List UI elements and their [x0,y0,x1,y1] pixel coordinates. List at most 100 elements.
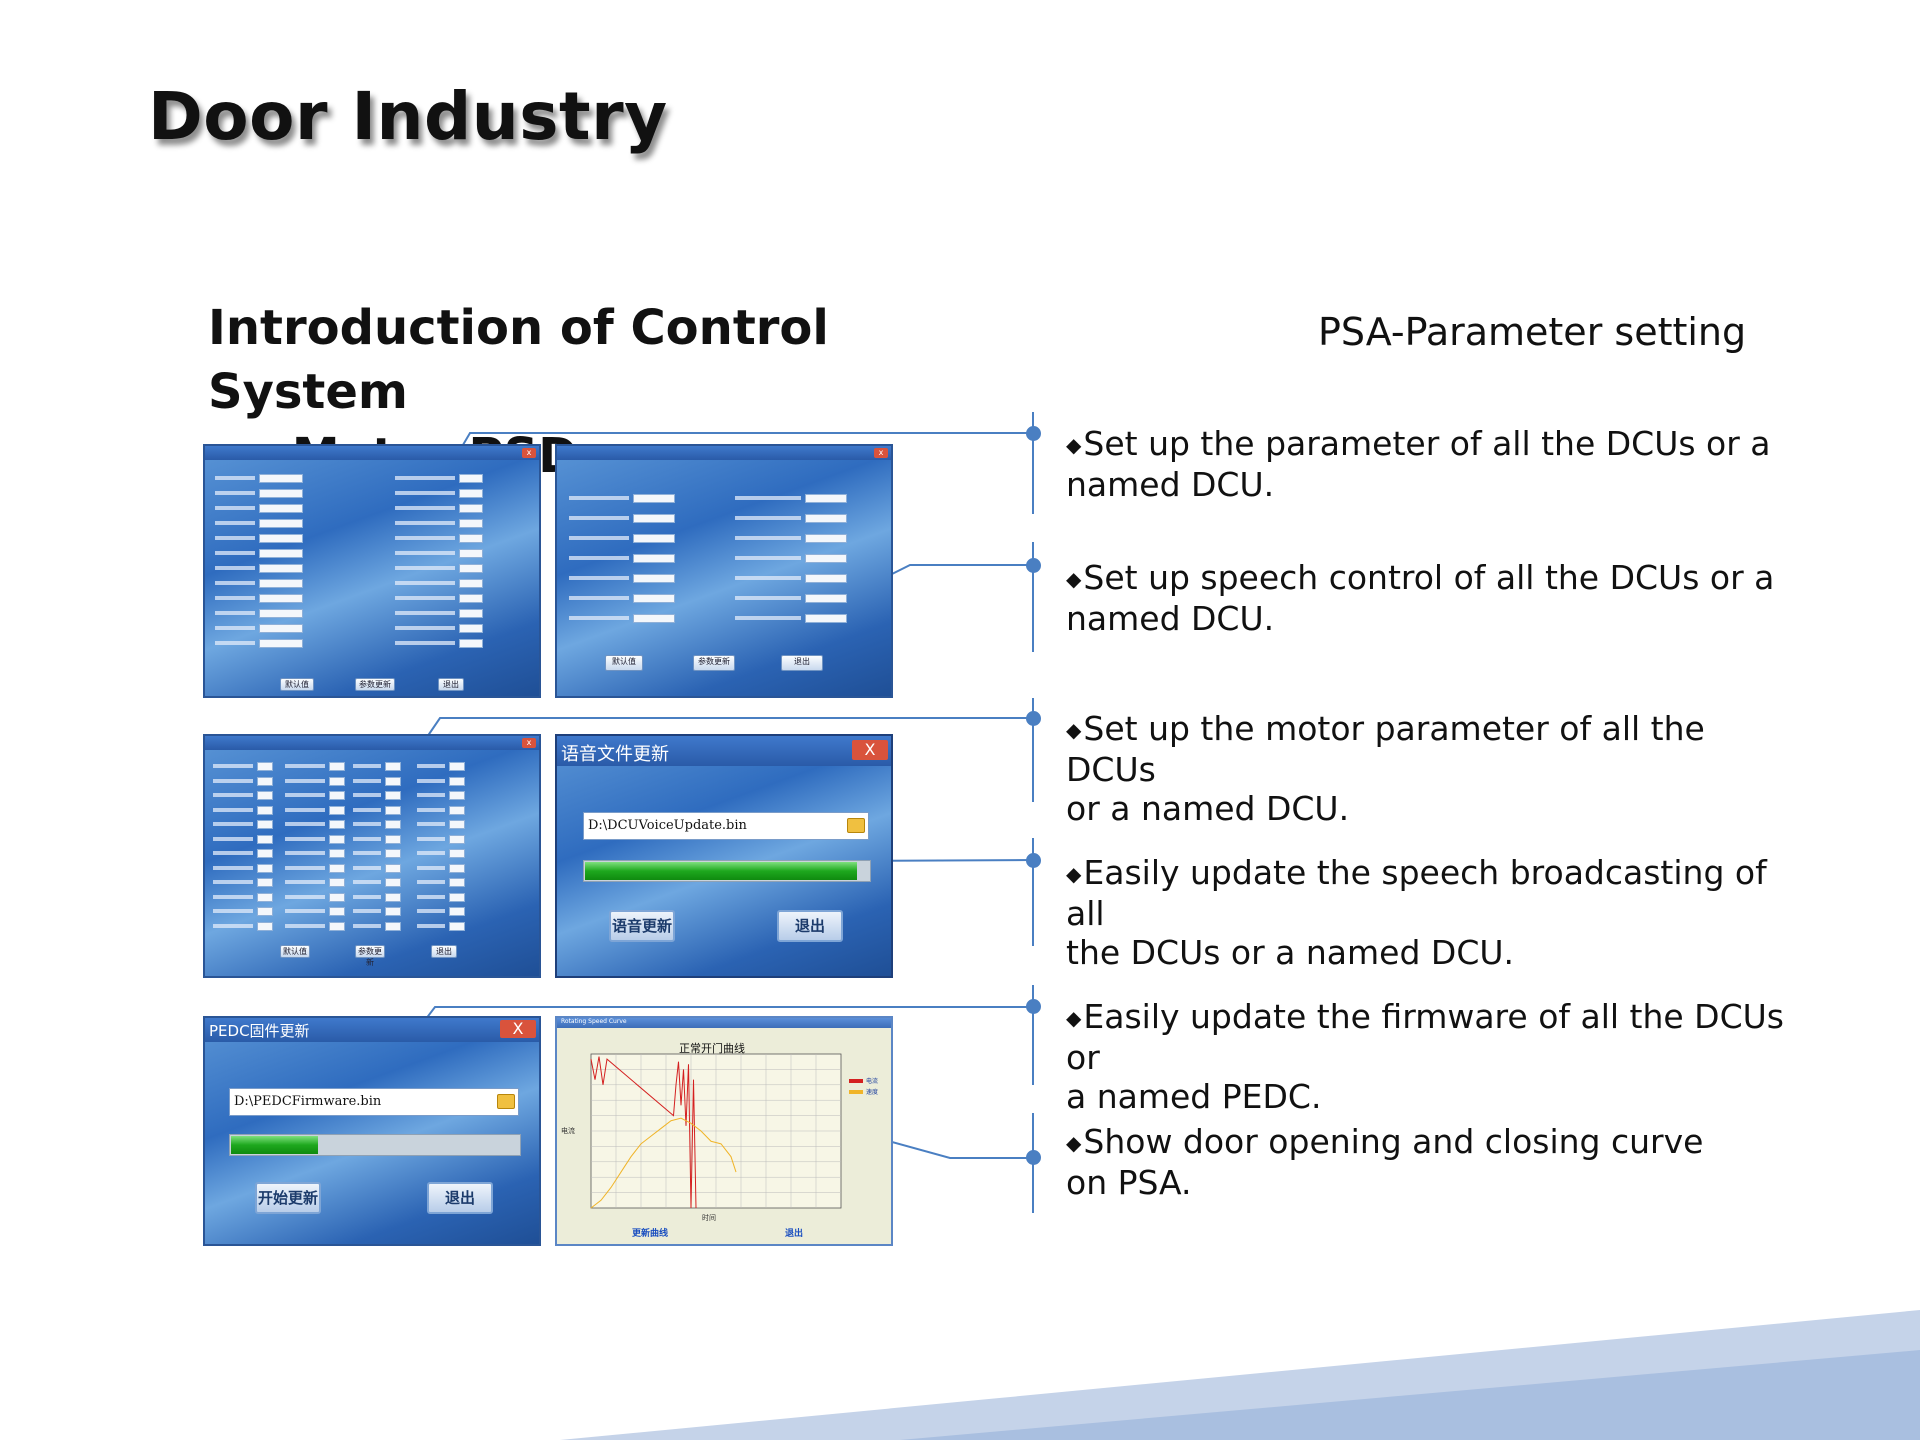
form-row-value[interactable] [459,639,483,648]
form-row-value[interactable] [385,892,401,902]
form-row-value[interactable] [259,504,303,513]
form-row-value[interactable] [385,791,401,800]
voice-update-button[interactable]: 语音更新 [609,910,675,942]
form-row-value[interactable] [385,849,401,858]
close-icon[interactable]: x [522,738,536,748]
form-row-value[interactable] [459,609,483,618]
form-row-value[interactable] [329,878,345,887]
form-row-value[interactable] [257,834,273,844]
folder-open-icon[interactable] [497,1094,515,1109]
form-row-value[interactable] [633,514,675,523]
form-row-value[interactable] [805,554,847,563]
form-row-value[interactable] [459,624,483,633]
firmware-exit-button[interactable]: 退出 [427,1182,493,1214]
form-row-value[interactable] [805,614,847,623]
form-row-value[interactable] [449,878,465,887]
form-row-value[interactable] [449,921,465,931]
form-row-value[interactable] [257,820,273,829]
form-row-value[interactable] [449,849,465,858]
form-row-value[interactable] [385,805,401,815]
form-row-value[interactable] [257,892,273,902]
form-row-value[interactable] [329,907,345,916]
form-row-value[interactable] [257,907,273,916]
form-row-value[interactable] [259,579,303,588]
form-row-value[interactable] [449,907,465,916]
form-row-value[interactable] [385,878,401,887]
form-row-value[interactable] [633,574,675,583]
form-row-value[interactable] [329,849,345,858]
form-row-value[interactable] [259,609,303,618]
form-row-value[interactable] [257,849,273,858]
form-row-value[interactable] [259,594,303,603]
form-row-value[interactable] [329,762,345,771]
form-row-value[interactable] [459,489,483,498]
close-icon[interactable]: x [874,448,888,458]
form-row-value[interactable] [459,594,483,603]
form-row-value[interactable] [449,762,465,771]
form-row-value[interactable] [385,907,401,916]
close-icon[interactable]: x [522,448,536,458]
form-row-value[interactable] [805,594,847,603]
form-row-value[interactable] [633,614,675,623]
update-params-button[interactable]: 参数更新 [355,678,395,691]
form-row-value[interactable] [329,921,345,931]
curve-exit-button[interactable]: 退出 [785,1229,804,1239]
firmware-file-path-input[interactable]: D:\PEDCFirmware.bin [229,1088,519,1116]
form-row-value[interactable] [329,820,345,829]
exit-button[interactable]: 退出 [431,945,457,958]
form-row-value[interactable] [259,549,303,558]
form-row-value[interactable] [449,791,465,800]
form-row-value[interactable] [329,805,345,815]
form-row-value[interactable] [329,791,345,800]
form-row-value[interactable] [459,534,483,543]
voice-exit-button[interactable]: 退出 [777,910,843,942]
form-row-value[interactable] [449,834,465,844]
form-row-value[interactable] [449,776,465,786]
default-button[interactable]: 默认值 [280,945,310,958]
form-row-value[interactable] [259,624,303,633]
form-row-value[interactable] [805,494,847,503]
form-row-value[interactable] [385,863,401,873]
form-row-value[interactable] [329,776,345,786]
form-row-value[interactable] [449,820,465,829]
form-row-value[interactable] [385,834,401,844]
form-row-value[interactable] [385,921,401,931]
form-row-value[interactable] [329,834,345,844]
form-row-value[interactable] [259,489,303,498]
form-row-value[interactable] [259,639,303,648]
form-row-value[interactable] [449,863,465,873]
form-row-value[interactable] [633,534,675,543]
form-row-value[interactable] [633,554,675,563]
form-row-value[interactable] [385,776,401,786]
form-row-value[interactable] [259,474,303,483]
exit-button[interactable]: 退出 [781,655,823,671]
folder-open-icon[interactable] [847,818,865,833]
form-row-value[interactable] [459,519,483,528]
default-button[interactable]: 默认值 [280,678,314,691]
form-row-value[interactable] [449,892,465,902]
form-row-value[interactable] [257,776,273,786]
form-row-value[interactable] [459,504,483,513]
form-row-value[interactable] [329,863,345,873]
form-row-value[interactable] [259,534,303,543]
form-row-value[interactable] [459,549,483,558]
form-row-value[interactable] [633,594,675,603]
update-params-button[interactable]: 参数更新 [355,945,385,967]
exit-button[interactable]: 退出 [438,678,464,691]
close-icon[interactable]: X [500,1020,536,1038]
form-row-value[interactable] [257,863,273,873]
form-row-value[interactable] [805,514,847,523]
default-button[interactable]: 默认值 [605,655,643,671]
form-row-value[interactable] [329,892,345,902]
form-row-value[interactable] [257,791,273,800]
form-row-value[interactable] [459,474,483,483]
update-params-button[interactable]: 参数更新 [693,655,735,671]
firmware-start-button[interactable]: 开始更新 [255,1182,321,1214]
form-row-value[interactable] [259,519,303,528]
form-row-value[interactable] [257,805,273,815]
form-row-value[interactable] [385,762,401,771]
form-row-value[interactable] [259,564,303,573]
form-row-value[interactable] [459,564,483,573]
form-row-value[interactable] [459,579,483,588]
form-row-value[interactable] [449,805,465,815]
